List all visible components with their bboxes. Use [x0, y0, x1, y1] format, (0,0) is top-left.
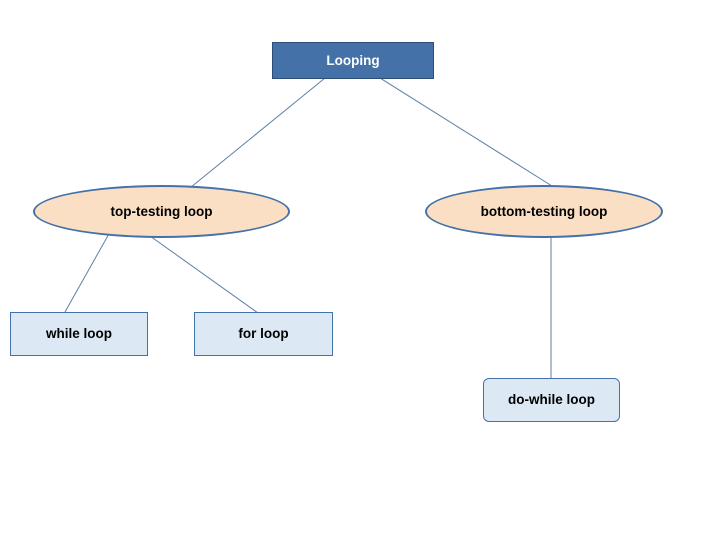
node-for-loop[interactable]: for loop — [194, 312, 333, 356]
node-do-while-loop[interactable]: do-while loop — [483, 378, 620, 422]
node-looping[interactable]: Looping — [272, 42, 434, 79]
edge-root-to-top — [184, 77, 326, 193]
edge-top-to-while — [64, 231, 111, 313]
node-bottom-testing-loop-label: bottom-testing loop — [480, 203, 608, 219]
node-top-testing-loop[interactable]: top-testing loop — [33, 185, 290, 238]
node-do-while-loop-label: do-while loop — [508, 392, 595, 408]
node-while-loop[interactable]: while loop — [10, 312, 148, 356]
node-bottom-testing-loop[interactable]: bottom-testing loop — [425, 185, 663, 238]
edge-root-to-bottom — [379, 77, 553, 187]
node-top-testing-loop-label: top-testing loop — [110, 203, 213, 219]
node-while-loop-label: while loop — [46, 326, 112, 342]
node-for-loop-label: for loop — [238, 326, 289, 342]
node-looping-label: Looping — [326, 52, 380, 68]
edge-top-to-for — [149, 235, 259, 314]
